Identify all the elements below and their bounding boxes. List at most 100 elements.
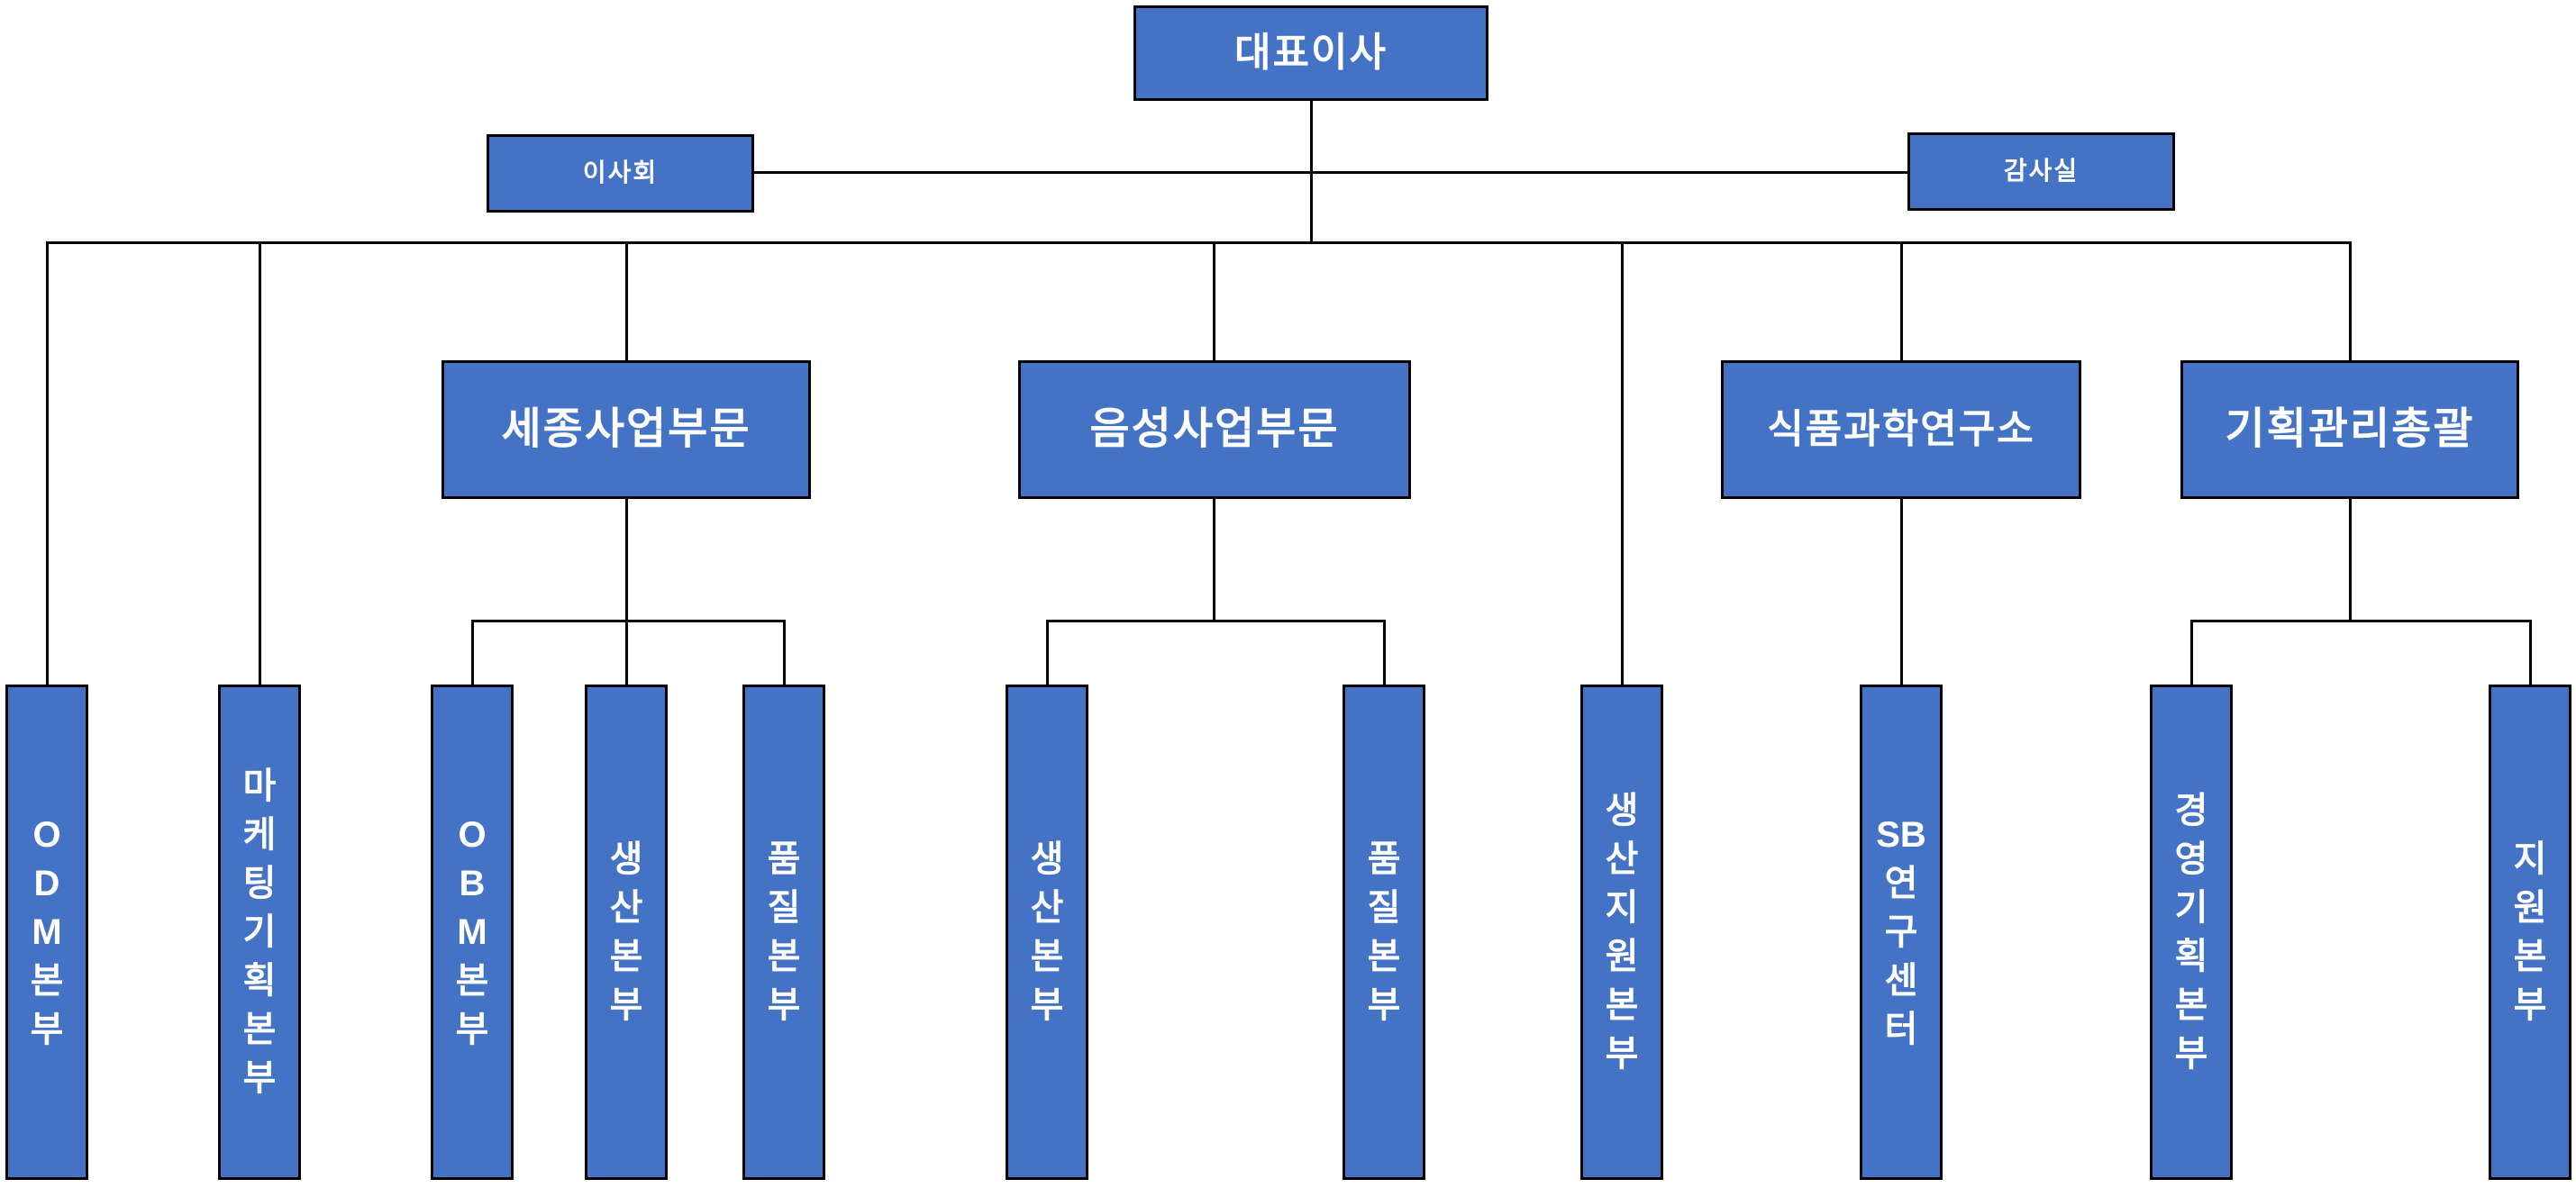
connector-line-vertical (2349, 499, 2352, 622)
node-label-char: 부 (2513, 985, 2547, 1025)
node-label-char: 부 (1605, 1034, 1639, 1074)
connector-line-vertical (625, 499, 628, 622)
node-label-char: 본 (767, 937, 801, 976)
connector-line-vertical (471, 620, 474, 685)
node-label: 음성사업부문 (1089, 404, 1340, 453)
node-label: 식품과학연구소 (1767, 406, 2035, 451)
node-label-char: 품 (1367, 839, 1401, 879)
node-ceo: 대표이사 (1133, 5, 1488, 101)
connector-line-vertical (2190, 620, 2193, 685)
node-label-char: 산 (609, 888, 643, 928)
node-label-char: 팅 (242, 864, 277, 903)
node-label-char: O (458, 815, 487, 855)
connector-line-horizontal (2190, 620, 2532, 622)
node-label-char: 부 (455, 1010, 489, 1049)
node-label-char: 부 (609, 985, 643, 1025)
connector-line-vertical (1621, 241, 1624, 685)
node-label-char: 획 (242, 961, 277, 1001)
connector-line-vertical (46, 241, 49, 685)
node-label-char: 본 (609, 937, 643, 976)
node-label-char: 케 (242, 815, 277, 855)
node-label-char: 품 (767, 839, 801, 879)
node-label-char: 생 (609, 839, 643, 879)
node-label-char: M (457, 912, 487, 952)
node-label-char: SB (1876, 815, 1926, 855)
node-sejong-division: 세종사업부문 (441, 360, 811, 499)
node-label-char: 터 (1884, 1010, 1918, 1049)
connector-line-vertical (783, 620, 786, 685)
connector-line-horizontal (471, 620, 785, 622)
node-label: 대표이사 (1234, 30, 1388, 75)
node-label: 감사실 (2003, 157, 2080, 186)
connector-line-vertical (625, 241, 628, 360)
connector-line-vertical (1900, 241, 1903, 360)
node-label-char: 본 (455, 961, 489, 1001)
connector-line-vertical (1213, 241, 1215, 360)
connector-line-vertical (259, 241, 261, 685)
node-label-char: 산 (1030, 888, 1064, 928)
node-audit-office: 감사실 (1907, 132, 2175, 211)
connector-line-vertical (1213, 499, 1215, 622)
node-label-char: 경 (2174, 791, 2208, 830)
node-label-char: 부 (242, 1058, 277, 1098)
node-eumseong-division: 음성사업부문 (1018, 360, 1411, 499)
connector-line-vertical (1383, 620, 1386, 685)
node-label-char: 본 (2174, 985, 2208, 1025)
node-label-char: 산 (1605, 839, 1639, 879)
node-label-char: 획 (2174, 937, 2208, 976)
node-label-char: 본 (1605, 985, 1639, 1025)
node-label-char: 본 (1367, 937, 1401, 976)
connector-line-vertical (2349, 241, 2352, 360)
node-label-char: 본 (242, 1010, 277, 1049)
connector-line-vertical (1046, 620, 1049, 685)
connector-line-horizontal (1046, 620, 1386, 622)
node-label-char: 본 (1030, 937, 1064, 976)
node-label-char: 부 (1367, 985, 1401, 1025)
node-label: 기획관리총괄 (2225, 404, 2475, 453)
node-label-char: 센 (1884, 961, 1918, 1001)
node-label-char: 기 (2174, 888, 2208, 928)
node-label-char: 지 (1605, 888, 1639, 928)
node-planning-management: 기획관리총괄 (2180, 360, 2519, 499)
node-label-char: 본 (2513, 937, 2547, 976)
node-label-char: 질 (767, 888, 801, 928)
node-label-char: 부 (30, 1010, 64, 1049)
node-label-char: 원 (1605, 937, 1639, 976)
node-label-char: 부 (767, 985, 801, 1025)
node-label-char: D (33, 864, 60, 903)
node-label-char: 생 (1030, 839, 1064, 879)
node-label-char: 지 (2513, 839, 2547, 879)
node-label-char: 부 (1030, 985, 1064, 1025)
node-label: 세종사업부문 (501, 404, 751, 453)
node-label-char: 구 (1884, 912, 1918, 952)
node-label-char: B (459, 864, 486, 903)
node-label-char: O (32, 815, 61, 855)
node-board: 이사회 (487, 134, 754, 213)
node-label: 이사회 (582, 159, 659, 187)
node-label-char: 연 (1884, 864, 1918, 903)
connector-line-vertical (2529, 620, 2532, 685)
node-label-char: 본 (30, 961, 64, 1001)
node-label-char: 기 (242, 912, 277, 952)
node-label-char: 마 (242, 766, 277, 806)
node-label-char: M (32, 912, 62, 952)
node-label-char: 생 (1605, 791, 1639, 830)
connector-line-vertical (625, 620, 628, 685)
connector-line-horizontal (47, 241, 2352, 244)
node-label-char: 부 (2174, 1034, 2208, 1074)
node-label-char: 질 (1367, 888, 1401, 928)
connector-line-vertical (1900, 499, 1903, 685)
node-label-char: 영 (2174, 839, 2208, 879)
